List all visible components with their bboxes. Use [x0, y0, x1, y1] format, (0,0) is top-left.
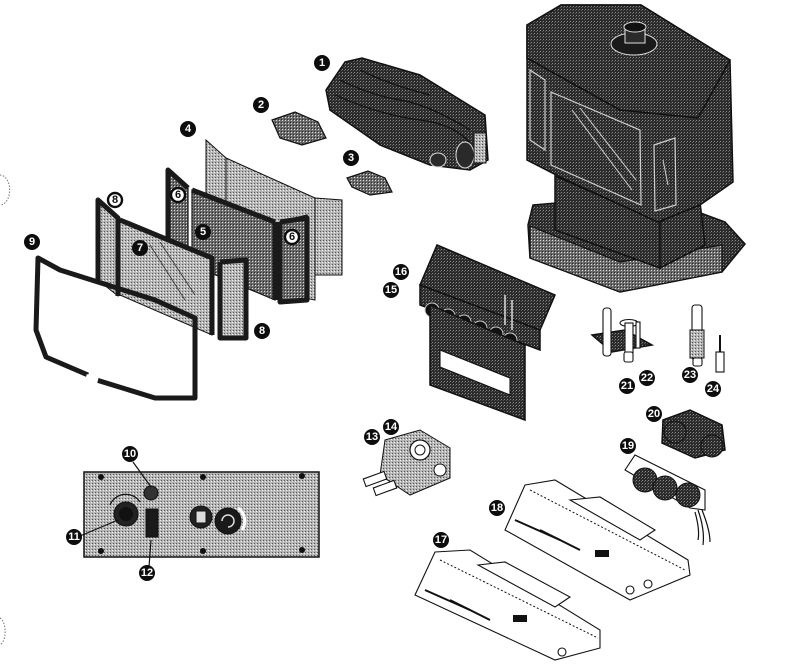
- callout-number: 4: [185, 123, 192, 135]
- callout-number: 7: [137, 242, 143, 254]
- callout-number: 6: [175, 189, 181, 201]
- pilot-assembly: [590, 307, 655, 363]
- callout-number: 1: [319, 57, 325, 69]
- gas-valve: [362, 429, 451, 497]
- callout-19: 19: [620, 438, 636, 454]
- callout-3: 3: [343, 150, 359, 166]
- indicator-light: [143, 485, 159, 501]
- scan-artifact-mark: [0, 617, 6, 646]
- callout-number: 9: [29, 236, 35, 248]
- rocker-switch: [145, 508, 159, 538]
- callout-number: 8: [112, 194, 118, 206]
- flame-adjust-knob: [214, 506, 247, 535]
- callout-number: 10: [124, 448, 136, 460]
- callout-13: 13: [364, 429, 380, 445]
- callout-number: 19: [622, 440, 634, 452]
- callout-23: 23: [682, 367, 698, 383]
- callout-21: 21: [619, 378, 635, 394]
- callout-9: 9: [24, 234, 40, 250]
- callout-22: 22: [639, 370, 655, 386]
- circuit-board-lower: [414, 549, 601, 661]
- ember-material-large: [271, 111, 327, 146]
- circuit-board-upper: [504, 479, 691, 601]
- callout-8-bottom: 8: [254, 323, 270, 339]
- callout-number: 8: [259, 325, 265, 337]
- callout-number: 12: [141, 567, 153, 579]
- callout-16: 16: [393, 264, 409, 280]
- callout-5: 5: [195, 224, 211, 240]
- callout-10: 10: [122, 446, 138, 462]
- thermostat-dial: [189, 505, 213, 529]
- glass-frame-side-left: [95, 197, 121, 298]
- callout-number: 23: [684, 369, 696, 381]
- callout-18: 18: [489, 500, 505, 516]
- side-glass-panel-right: [277, 214, 310, 305]
- flue-collar: [610, 21, 658, 56]
- callout-7: 7: [132, 240, 148, 256]
- control-knob: [109, 493, 141, 527]
- ember-material-small: [346, 170, 393, 196]
- blower-motor-pair: [661, 409, 726, 459]
- callout-8-top: 8: [106, 191, 124, 209]
- scan-artifact-mark: [0, 174, 11, 206]
- callout-number: 13: [366, 431, 378, 443]
- callout-4: 4: [180, 121, 196, 137]
- callout-number: 15: [385, 284, 397, 296]
- callout-number: 3: [348, 152, 354, 164]
- igniter-electrode: [715, 335, 725, 373]
- glass-frame-side-right: [217, 257, 249, 341]
- callout-number: 16: [395, 266, 407, 278]
- pilot-orifice: [689, 304, 705, 367]
- callout-number: 5: [200, 226, 206, 238]
- callout-number: 11: [68, 531, 80, 543]
- callout-number: 2: [258, 99, 264, 111]
- callout-20: 20: [646, 406, 662, 422]
- callout-number: 6: [289, 231, 295, 243]
- callout-number: 14: [385, 421, 398, 433]
- blower-assembly-with-bracket: [624, 454, 711, 546]
- callout-2: 2: [253, 97, 269, 113]
- leader-line-11: [79, 519, 119, 537]
- callout-15: 15: [383, 282, 399, 298]
- leader-line-12: [148, 539, 152, 568]
- callout-number: 24: [707, 383, 720, 395]
- log-set: [325, 57, 489, 171]
- door-frame-gasket: [33, 255, 198, 401]
- callout-17: 17: [433, 532, 449, 548]
- stove-body: [526, 4, 746, 293]
- callout-number: 22: [641, 372, 653, 384]
- callout-11: 11: [66, 529, 82, 545]
- callout-24: 24: [705, 381, 721, 397]
- leader-line-10: [132, 461, 152, 488]
- callout-6-left: 6: [169, 186, 187, 204]
- callout-6-right: 6: [283, 228, 301, 246]
- callout-14: 14: [383, 419, 399, 435]
- burner-assembly: [419, 244, 556, 422]
- callout-number: 17: [435, 534, 447, 546]
- callout-number: 18: [491, 502, 503, 514]
- callout-number: 21: [621, 380, 633, 392]
- callout-number: 20: [648, 408, 660, 420]
- callout-12: 12: [139, 565, 155, 581]
- control-panel: [83, 471, 320, 558]
- callout-1: 1: [314, 55, 330, 71]
